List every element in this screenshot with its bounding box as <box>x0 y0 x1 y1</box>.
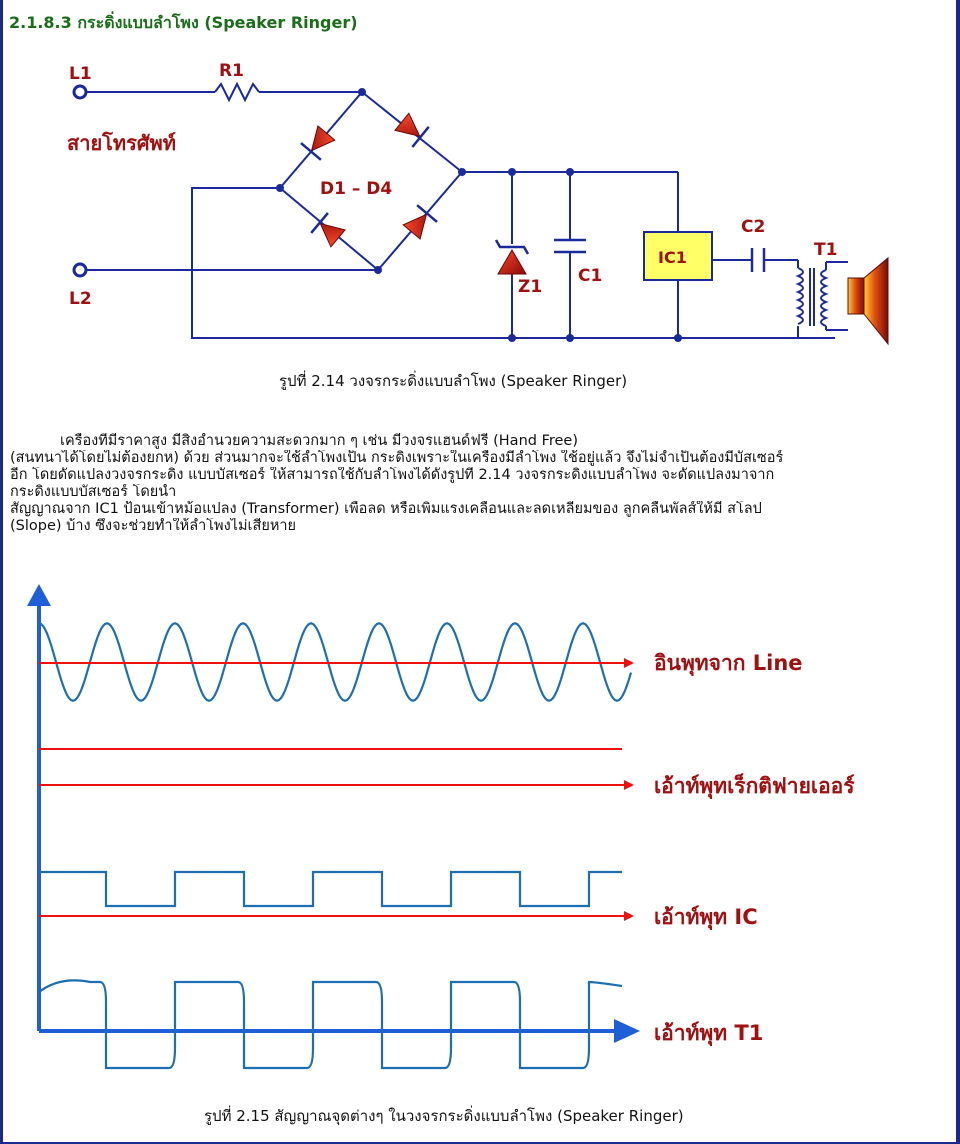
x-axis-arrow-icon <box>614 1019 640 1043</box>
label-ic-output: เอ้าท์พุท IC <box>654 905 758 931</box>
paragraph-line: (Slope) บ้าง ซึ่งจะช่วยทำให้ลำโพงไม่เสีย… <box>10 518 297 534</box>
zener-z1 <box>494 239 530 275</box>
speaker-icon <box>847 256 889 346</box>
diode-d2 <box>394 112 430 148</box>
label-rectifier-output: เอ้าท์พุทเร็กติฟายเออร์ <box>654 772 855 800</box>
label-diodes: D1 – D4 <box>320 179 392 199</box>
paragraph-line: กระดิ่งแบบบัสเซอร์ โดยนำ <box>10 484 177 500</box>
capacitor-plates <box>554 238 766 272</box>
label-c2: C2 <box>741 217 765 237</box>
terminal-l1 <box>72 84 88 100</box>
label-t1-output: เอ้าท์พุท T1 <box>654 1021 763 1047</box>
label-l1: L1 <box>69 64 92 84</box>
section-heading: 2.1.8.3 กระดิ่งแบบลำโพง (Speaker Ringer) <box>9 13 358 32</box>
label-ic1: IC1 <box>658 248 687 267</box>
circuit-wires <box>85 81 848 339</box>
y-axis-arrow-icon <box>27 584 51 606</box>
label-t1: T1 <box>814 240 837 260</box>
signal-arrows <box>39 658 634 921</box>
label-r1: R1 <box>219 61 244 81</box>
paragraph-line: เครื่องที่มีราคาสูง มีสิ่งอำนวยความสะดวก… <box>60 433 578 449</box>
ic1-box <box>643 231 713 281</box>
paragraph-line: (สนทนาได้โดยไม่ต้องยกห) ด้วย ส่วนมากจะใช… <box>10 450 784 466</box>
figure-caption-2: รูปที่ 2.15 สัญญาณจุดต่างๆ ในวงจรกระดิ่ง… <box>204 1107 684 1125</box>
diode-d4 <box>402 204 438 240</box>
terminal-l2 <box>72 262 88 278</box>
label-z1: Z1 <box>518 277 542 297</box>
transformer-t1 <box>795 267 829 327</box>
diode-d3 <box>310 212 346 248</box>
body-paragraph: เครื่องที่มีราคาสูง มีสิ่งอำนวยความสะดวก… <box>10 433 940 535</box>
waveform-diagram: อินพุทจาก Line เอ้าท์พุทเร็กติฟายเออร์ เ… <box>27 584 855 1070</box>
axes <box>27 584 640 1043</box>
figure-caption-1: รูปที่ 2.14 วงจรกระดิ่งแบบลำโพง (Speaker… <box>279 372 628 390</box>
paragraph-line: สัญญาณจาก IC1 ป้อนเข้าหม้อแปลง (Transfor… <box>10 501 762 517</box>
label-input-line: อินพุทจาก Line <box>654 651 803 677</box>
paragraph-line: อีก โดยดัดแปลงวงจรกระดิ่ง แบบบัสเซอร์ ให… <box>10 467 775 483</box>
junction-dots <box>276 88 682 342</box>
wave-t1-output <box>38 979 623 1070</box>
diode-d1 <box>300 125 336 161</box>
wave-ic-output <box>39 870 622 908</box>
label-c1: C1 <box>578 266 602 286</box>
label-phone-line: สายโทรศัพท์ <box>67 131 176 155</box>
label-l2: L2 <box>69 289 92 309</box>
speaker-ringer-circuit: L1 L2 R1 สายโทรศัพท์ D1 – D4 Z1 C1 IC1 C… <box>67 61 889 346</box>
